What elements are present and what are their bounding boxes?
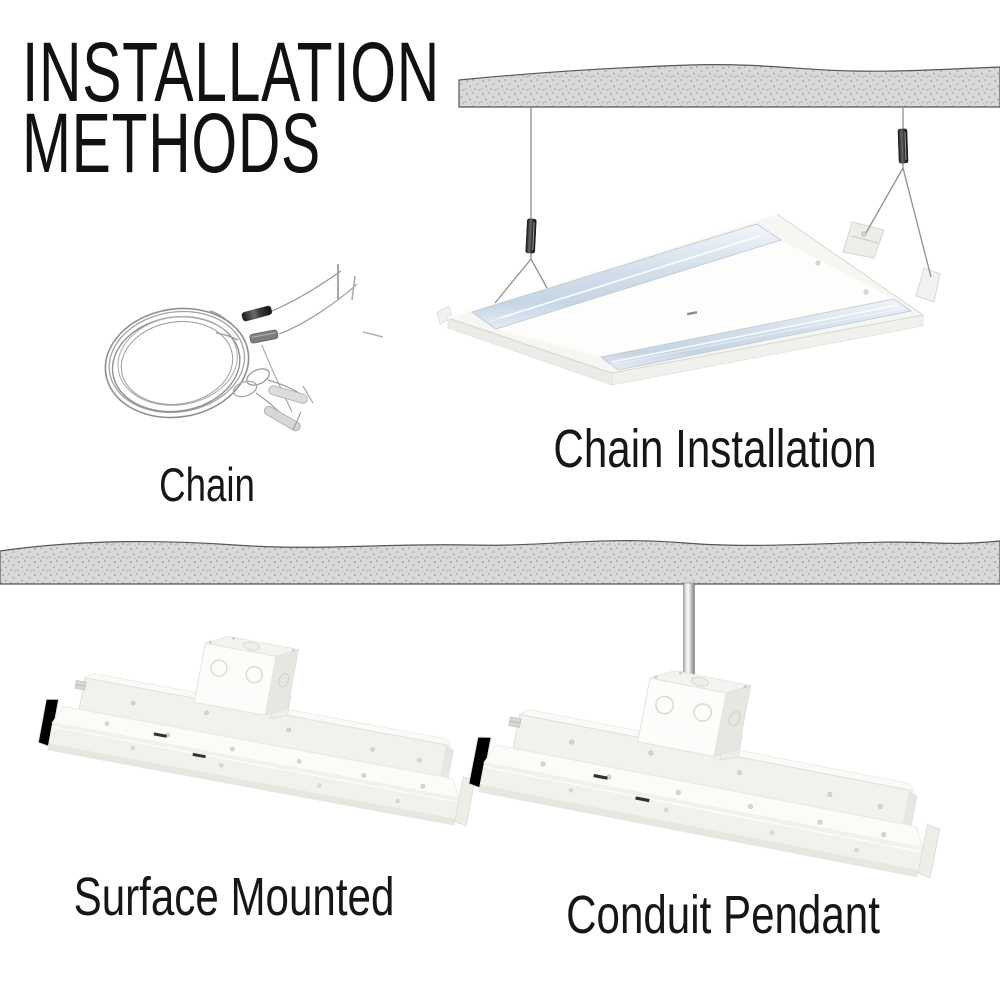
ceiling-beam-top [458, 64, 1000, 108]
cable-gripper-left [525, 218, 537, 254]
lens-panel-back [471, 223, 782, 330]
chain-kit-label: Chain [159, 458, 255, 511]
hanging-fixture-brackets [842, 221, 941, 303]
cable-kit-illustration [104, 264, 384, 432]
cable-gripper-right [897, 128, 909, 164]
hanging-highbay-fixture [436, 213, 925, 386]
surface-mounted-label: Surface Mounted [73, 867, 395, 927]
suspension-cable-right [865, 106, 932, 278]
suspension-cable-left [494, 106, 548, 304]
cable-coil [104, 307, 250, 419]
lens-panel-front [600, 298, 912, 371]
ceiling-beam-middle [0, 540, 1000, 585]
conduit-pendant-label: Conduit Pendant [566, 885, 880, 945]
page-title-line2: METHODS [22, 96, 321, 190]
chain-installation-label: Chain Installation [553, 419, 877, 479]
surface-mounted-fixture [36, 604, 494, 829]
page-title-line1: INSTALLATION [22, 25, 440, 119]
conduit-rod [683, 582, 695, 686]
conduit-pendant-fixture [466, 635, 961, 881]
